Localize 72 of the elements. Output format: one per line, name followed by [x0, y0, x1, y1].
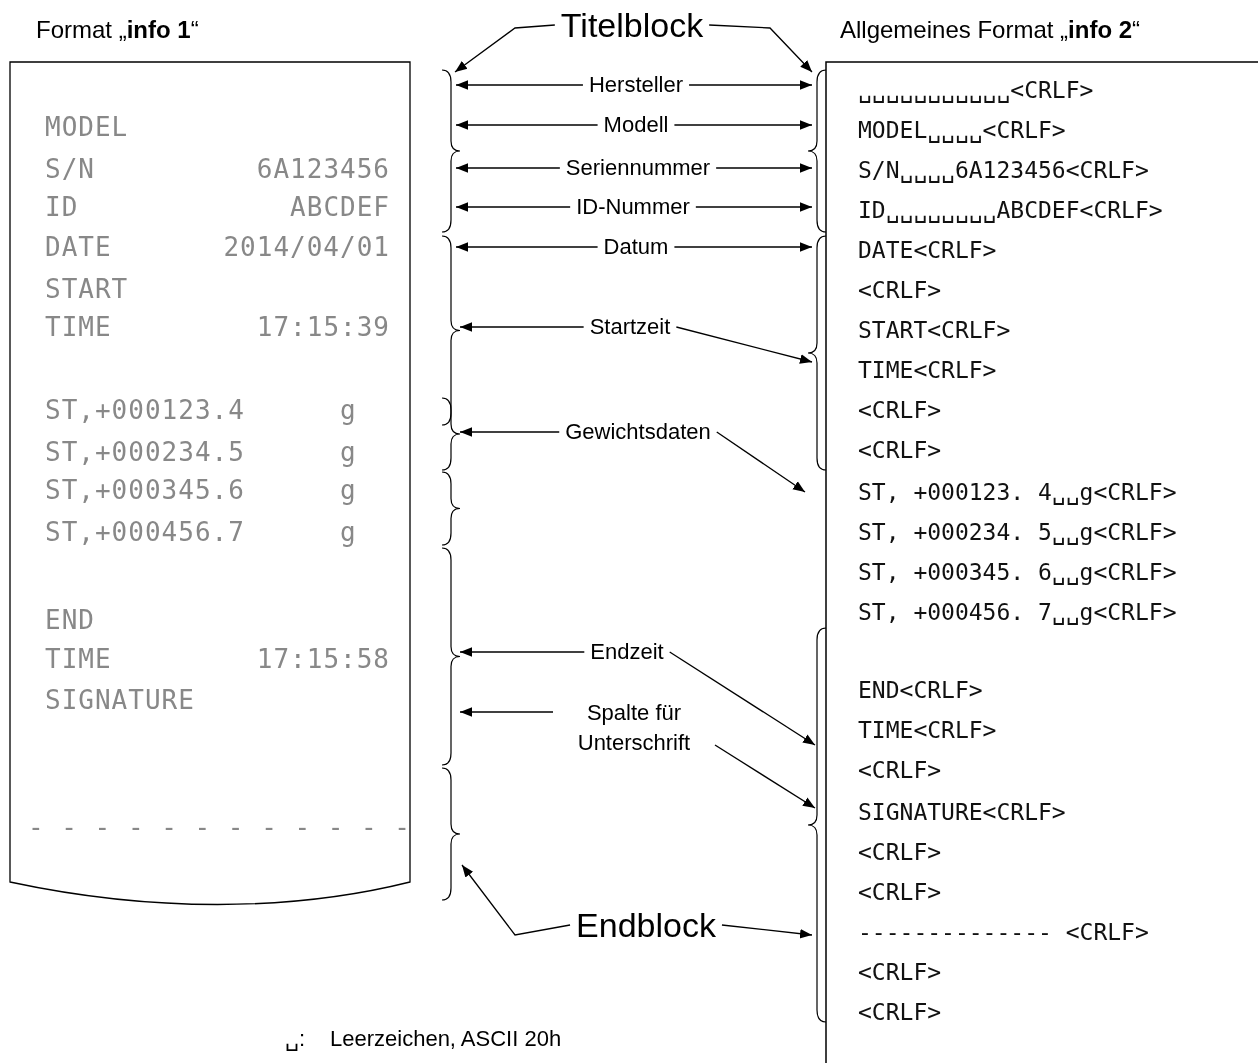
output-line: <CRLF>	[858, 398, 942, 422]
printed-line: 17:15:58	[256, 646, 390, 672]
output-line: <CRLF>	[858, 1000, 942, 1024]
arrow	[455, 242, 599, 252]
printed-line: ST,+000234.5	[45, 439, 245, 465]
printed-line: g	[340, 519, 357, 545]
printed-line: START	[45, 276, 129, 302]
output-line: ␣␣␣␣␣␣␣␣␣␣␣<CRLF>	[858, 78, 1094, 102]
arrow	[695, 202, 813, 212]
output-line: <CRLF>	[858, 438, 942, 462]
printed-line: MODEL	[45, 114, 129, 140]
printed-line: TIME	[45, 314, 112, 340]
arrow	[459, 647, 585, 657]
output-line: <CRLF>	[858, 840, 942, 864]
printed-line: 17:15:39	[256, 314, 390, 340]
arrow	[688, 80, 813, 90]
output-line: <CRLF>	[858, 880, 942, 904]
output-line: ST, +000234. 5␣␣g<CRLF>	[858, 520, 1177, 544]
printed-line: ID	[45, 194, 79, 220]
arrow	[673, 242, 813, 252]
printed-line: 6A123456	[256, 156, 390, 182]
arrow	[455, 202, 571, 212]
arrow	[721, 924, 813, 939]
arrow	[455, 120, 599, 130]
output-line: TIME<CRLF>	[858, 718, 997, 742]
output-line: ST, +000123. 4␣␣g<CRLF>	[858, 480, 1177, 504]
format-heading: Allgemeines Format „info 2“	[840, 18, 1141, 42]
arrow	[673, 120, 813, 130]
printed-line: g	[340, 397, 357, 423]
output-line: ID␣␣␣␣␣␣␣␣ABCDEF<CRLF>	[858, 198, 1163, 222]
output-line: ST, +000345. 6␣␣g<CRLF>	[858, 560, 1177, 584]
arrow	[715, 163, 813, 173]
output-line: S/N␣␣␣␣6A123456<CRLF>	[858, 158, 1149, 182]
printed-line: ABCDEF	[290, 194, 390, 220]
printed-line: ST,+000123.4	[45, 397, 245, 423]
printed-line: DATE	[45, 234, 112, 260]
printed-line: g	[340, 439, 357, 465]
output-line: SIGNATURE<CRLF>	[858, 800, 1066, 824]
output-line: <CRLF>	[858, 758, 942, 782]
output-line: <CRLF>	[858, 278, 942, 302]
format-heading: Format „info 1“	[36, 18, 199, 42]
arrow	[714, 744, 816, 809]
arrow	[716, 431, 806, 493]
printed-line: S/N	[45, 156, 95, 182]
arrow	[675, 326, 813, 364]
printed-line: 2014/04/01	[223, 234, 390, 260]
note-text: Leerzeichen, ASCII 20h	[330, 1028, 562, 1050]
output-line: <CRLF>	[858, 960, 942, 984]
arrow	[459, 707, 554, 717]
space-symbol-key: ␣:	[285, 1028, 306, 1050]
arrow	[708, 24, 813, 73]
output-line: MODEL␣␣␣␣<CRLF>	[858, 118, 1066, 142]
arrow	[461, 864, 571, 936]
output-line: DATE<CRLF>	[858, 238, 997, 262]
arrow	[454, 24, 556, 73]
arrow	[455, 80, 584, 90]
printed-line: ST,+000345.6	[45, 477, 245, 503]
output-line: END<CRLF>	[858, 678, 983, 702]
arrow	[669, 651, 816, 746]
output-line: -------------- <CRLF>	[858, 920, 1149, 944]
arrow	[459, 322, 585, 332]
printed-line: SIGNATURE	[45, 687, 195, 713]
printed-line: END	[45, 607, 95, 633]
output-line: START<CRLF>	[858, 318, 1011, 342]
printed-line: ST,+000456.7	[45, 519, 245, 545]
output-line: TIME<CRLF>	[858, 358, 997, 382]
arrow	[459, 427, 560, 437]
printed-line: g	[340, 477, 357, 503]
printed-line: - - - - - - - - - - - -	[28, 814, 412, 840]
output-line: ST, +000456. 7␣␣g<CRLF>	[858, 600, 1177, 624]
printed-line: TIME	[45, 646, 112, 672]
arrow	[455, 163, 561, 173]
